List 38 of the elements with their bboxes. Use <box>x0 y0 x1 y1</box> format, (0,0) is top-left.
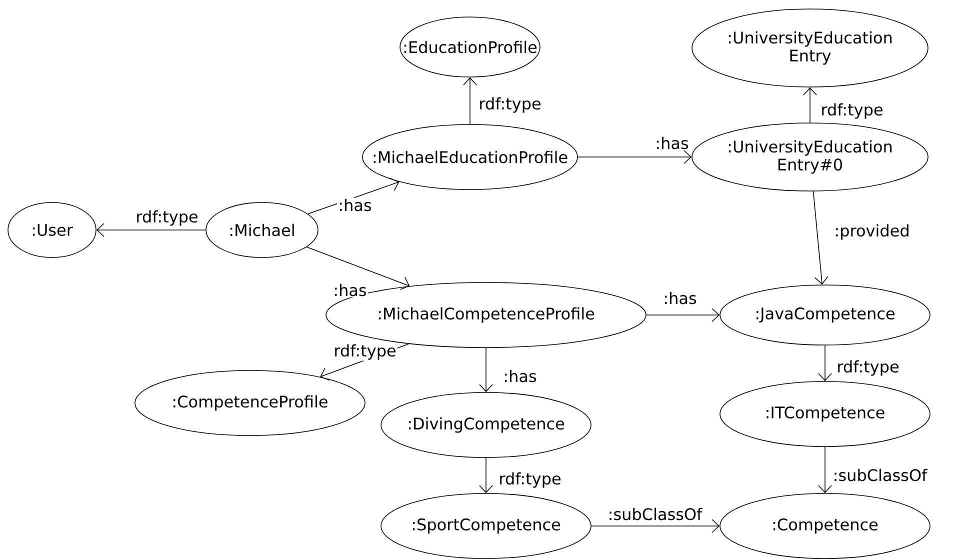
arrow <box>479 458 493 494</box>
ellipse-node: :UniversityEducation Entry#0 <box>692 122 928 192</box>
ellipse-node: :ITCompetence <box>720 381 930 447</box>
edge-label: :subClassOf <box>606 506 704 522</box>
edge-label: rdf:type <box>332 343 398 361</box>
edge-label: :provided <box>833 223 911 241</box>
edge-label: rdf:type <box>498 471 562 489</box>
arrow <box>578 150 692 164</box>
ellipse-node: :Michael <box>206 202 318 258</box>
edge-label: rdf:type <box>478 96 542 114</box>
ellipse-node: :Competence <box>720 493 930 559</box>
ellipse-node: :EducationProfile <box>400 16 540 78</box>
edge-label: :has <box>332 282 368 298</box>
edge-label: :subClassOf <box>832 468 928 482</box>
arrow <box>818 446 832 494</box>
ellipse-node: :CompetenceProfile <box>134 370 366 436</box>
arrow <box>306 246 410 290</box>
edge-label: :has <box>337 198 373 212</box>
edge-label: rdf:type <box>820 102 884 120</box>
ellipse-node: :DivingCompetence <box>380 392 592 458</box>
arrow <box>812 190 828 285</box>
edge-label: :has <box>662 290 698 306</box>
edge-label: :has <box>654 136 690 150</box>
ellipse-node: :MichaelEducationProfile <box>362 124 578 190</box>
arrow <box>479 348 493 392</box>
edge-label: :has <box>502 368 538 384</box>
arrow <box>646 308 720 322</box>
ellipse-node: :UniversityEducation Entry <box>692 8 928 88</box>
arrow <box>463 77 477 124</box>
edge-label: rdf:type <box>836 359 900 377</box>
ellipse-node: :JavaCompetence <box>720 284 930 346</box>
ellipse-node: :User <box>8 202 96 258</box>
arrow <box>96 223 206 237</box>
arrow <box>818 345 832 382</box>
ellipse-node: :SportCompetence <box>380 493 592 559</box>
edge-label: rdf:type <box>134 209 200 227</box>
arrow <box>591 519 720 533</box>
arrow <box>803 87 817 123</box>
